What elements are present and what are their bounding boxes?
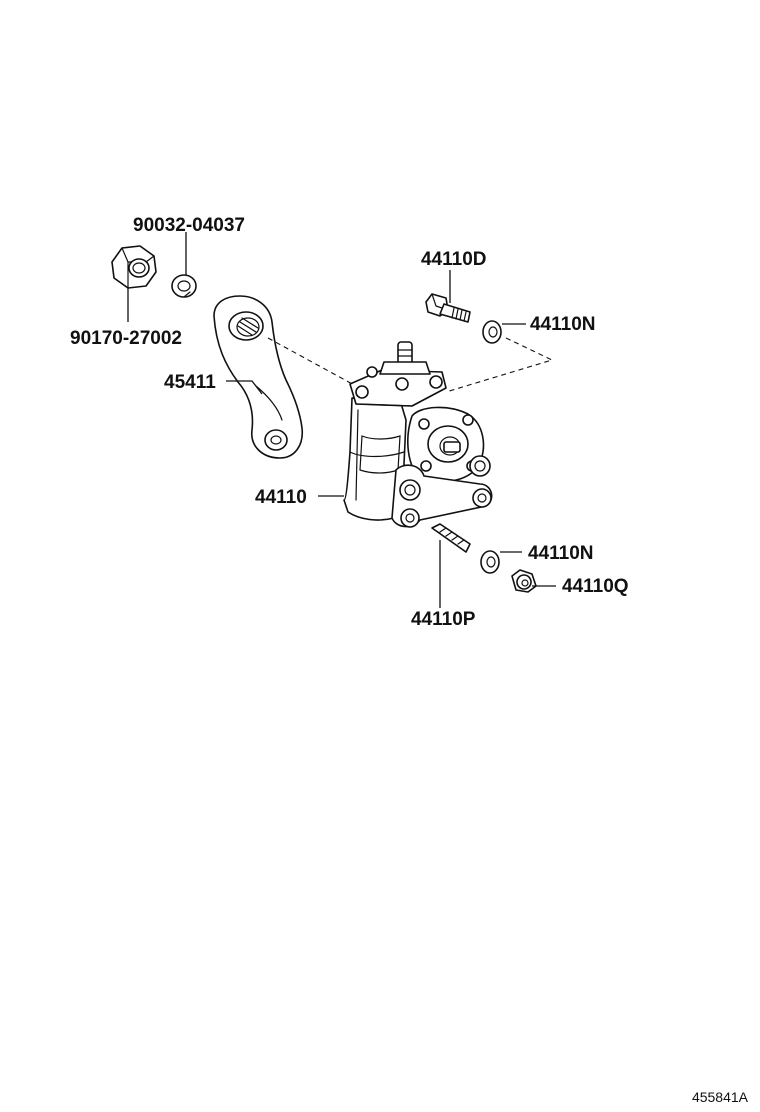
- label-stud-bottom: 44110P: [411, 609, 476, 630]
- label-pitman-arm: 45411: [164, 372, 216, 393]
- stud-44110P[interactable]: [431, 523, 471, 553]
- alignment-line-right: [445, 337, 554, 393]
- label-washer-top: 90032-04037: [133, 215, 245, 236]
- bolt-44110D[interactable]: [425, 293, 471, 323]
- pitman-arm-45411[interactable]: [213, 295, 304, 459]
- label-nut-top: 90170-27002: [70, 328, 182, 349]
- label-gear-box: 44110: [255, 487, 307, 508]
- label-washer-right-top: 44110N: [530, 314, 596, 335]
- steering-gear-box-44110[interactable]: [343, 341, 493, 528]
- leader-pitman-arm: [226, 380, 263, 395]
- alignment-line-left: [267, 337, 357, 387]
- label-nut-right-bottom: 44110Q: [562, 576, 629, 597]
- diagram-reference-code: 455841A: [692, 1089, 749, 1105]
- nut-44110Q[interactable]: [511, 569, 537, 593]
- nut-90170-27002[interactable]: [111, 245, 157, 289]
- washer-44110N-bottom[interactable]: [480, 550, 500, 574]
- washer-90032-04037[interactable]: [171, 274, 197, 298]
- label-washer-right-bottom: 44110N: [528, 543, 594, 564]
- washer-44110N-top[interactable]: [482, 320, 502, 344]
- label-bolt-top: 44110D: [421, 249, 487, 270]
